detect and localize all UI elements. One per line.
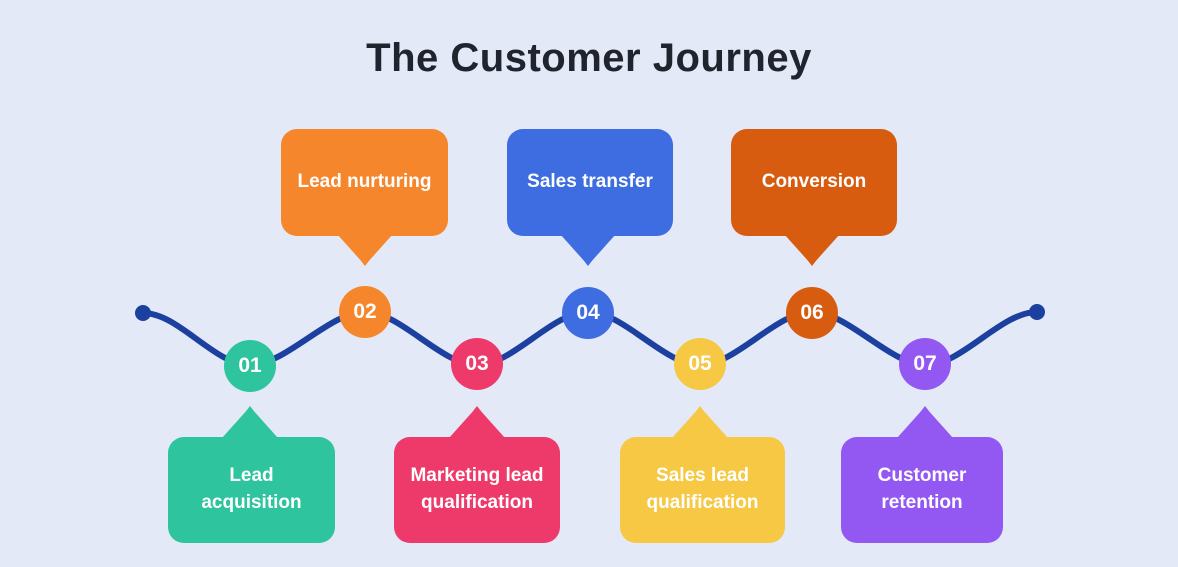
step-number: 02	[353, 300, 377, 323]
step-number: 03	[465, 352, 489, 375]
bubble-label: Lead nurturing	[297, 171, 432, 193]
bubble-lead-nurturing: Lead nurturing	[281, 129, 448, 236]
bubble-conversion: Conversion	[731, 129, 897, 236]
bubble-customer-retention: Customer retention	[841, 437, 1003, 543]
bubble-label: Marketing lead qualification	[410, 465, 544, 513]
step-number: 06	[800, 301, 824, 324]
step-circle-03: 03	[451, 338, 503, 390]
step-number: 01	[238, 354, 262, 377]
step-circle-07: 07	[899, 338, 951, 390]
step-circle-04: 04	[562, 287, 614, 339]
step-circle-01: 01	[224, 340, 276, 392]
step-number: 05	[688, 352, 712, 375]
bubble-sales-transfer: Sales transfer	[507, 129, 673, 236]
bubble-label: Lead acquisition	[201, 465, 302, 513]
path-end-dot	[1029, 304, 1045, 320]
bubble-label: Sales transfer	[527, 171, 653, 193]
bubble-lead-acquisition: Lead acquisition	[168, 437, 335, 543]
step-circle-02: 02	[339, 286, 391, 338]
step-number: 04	[576, 301, 600, 324]
step-circle-06: 06	[786, 287, 838, 339]
bubble-label: Conversion	[761, 171, 867, 193]
bubble-marketing-lead-qualification: Marketing lead qualification	[394, 437, 560, 543]
bubble-sales-lead-qualification: Sales lead qualification	[620, 437, 785, 543]
bubble-label: Customer retention	[877, 465, 967, 513]
bubble-label: Sales lead qualification	[646, 465, 759, 513]
step-number: 07	[913, 352, 937, 375]
page-title: The Customer Journey	[366, 36, 812, 80]
path-start-dot	[135, 305, 151, 321]
step-circle-05: 05	[674, 338, 726, 390]
